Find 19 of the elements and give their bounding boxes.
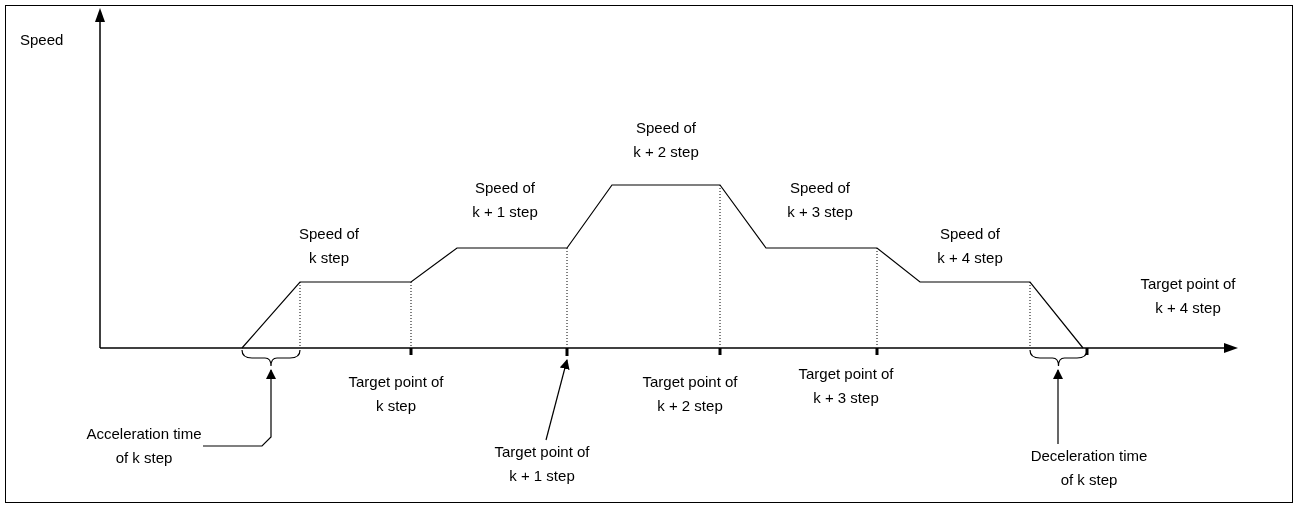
tick-mark [565, 348, 569, 356]
bracket [1029, 349, 1088, 367]
annotation-text: Target point of k + 1 step [490, 440, 594, 488]
target-point-label: Target point of k step [347, 372, 445, 416]
bracket [241, 349, 301, 367]
annotation-text: Acceleration time of k step [85, 422, 203, 470]
axis-label: Speed [20, 30, 65, 50]
target-point-label: Target point of k + 3 step [797, 364, 895, 408]
speed-label: Speed of k + 3 step [786, 178, 854, 222]
speed-label: Speed of k + 4 step [936, 224, 1004, 268]
speed-label: Speed of k + 2 step [632, 118, 700, 162]
target-point-label: Target point of k + 4 step [1139, 274, 1237, 318]
speed-label: Speed of k step [297, 224, 361, 268]
annotation-text: Deceleration time of k step [1028, 444, 1150, 492]
target-point-label: Target point of k + 2 step [641, 372, 739, 416]
speed-label: Speed of k + 1 step [471, 178, 539, 222]
arrow [1053, 369, 1063, 445]
arrow [202, 369, 276, 447]
arrow [545, 359, 570, 441]
